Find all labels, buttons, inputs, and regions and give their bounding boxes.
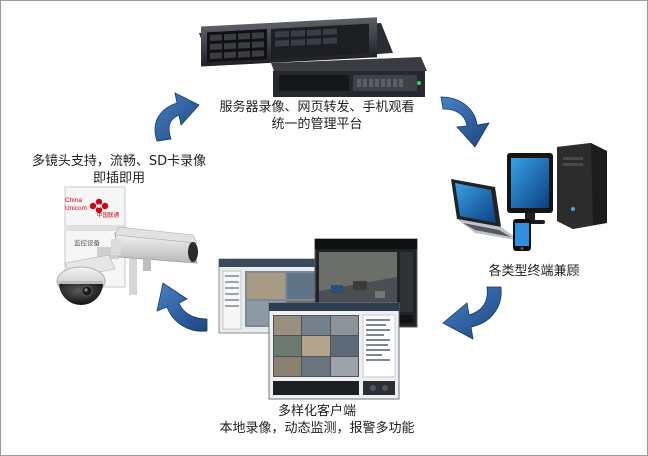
unicom-logo-icon <box>89 198 109 214</box>
camera-caption-line1: 多镜头支持，流畅、SD卡录像 <box>31 154 207 169</box>
server-rack-icon <box>199 17 427 97</box>
clients-caption-line2: 本地录像，动态监测，报警多功能 <box>219 421 415 436</box>
server-caption-line2: 统一的管理平台 <box>271 117 363 132</box>
server-caption: 服务器录像、网页转发、手机观看 统一的管理平台 <box>197 99 437 133</box>
clients-caption-line1: 多样化客户端 <box>277 404 356 419</box>
logo-cn-text: 中国联通 <box>96 213 119 219</box>
arrow-server-to-terminals <box>440 96 490 148</box>
server-caption-line1: 服务器录像、网页转发、手机观看 <box>219 100 415 115</box>
camera-caption-line2: 即插即用 <box>92 171 145 186</box>
client-software-screens <box>218 238 418 400</box>
arrow-clients-to-camera <box>156 282 208 332</box>
logo-en-line2: Unicom <box>65 205 88 212</box>
unicom-logo-text: China Unicom <box>65 197 95 213</box>
desktop-computer-icon <box>507 143 607 229</box>
cycle-arrow-icon <box>154 92 502 340</box>
terminals-caption-text: 各类型终端兼顾 <box>488 264 580 279</box>
smartphone-icon <box>513 219 531 251</box>
arrow-camera-to-server <box>154 92 200 142</box>
clients-caption: 多样化客户端 本地录像，动态监测，报警多功能 <box>197 403 437 437</box>
unicom-logo-cn: 中国联通 <box>95 213 121 220</box>
ptz-dome-camera-icon <box>56 239 121 305</box>
arrow-terminals-to-clients <box>442 286 502 340</box>
terminals-caption: 各类型终端兼顾 <box>459 263 609 280</box>
laptop-icon <box>451 179 521 241</box>
camera-caption: 多镜头支持，流畅、SD卡录像 即插即用 <box>9 153 229 187</box>
panel-label: 监控设备 <box>67 239 107 247</box>
logo-en-line1: China <box>65 197 82 204</box>
bullet-camera-icon <box>114 226 198 295</box>
panel-label-text: 监控设备 <box>74 239 100 247</box>
